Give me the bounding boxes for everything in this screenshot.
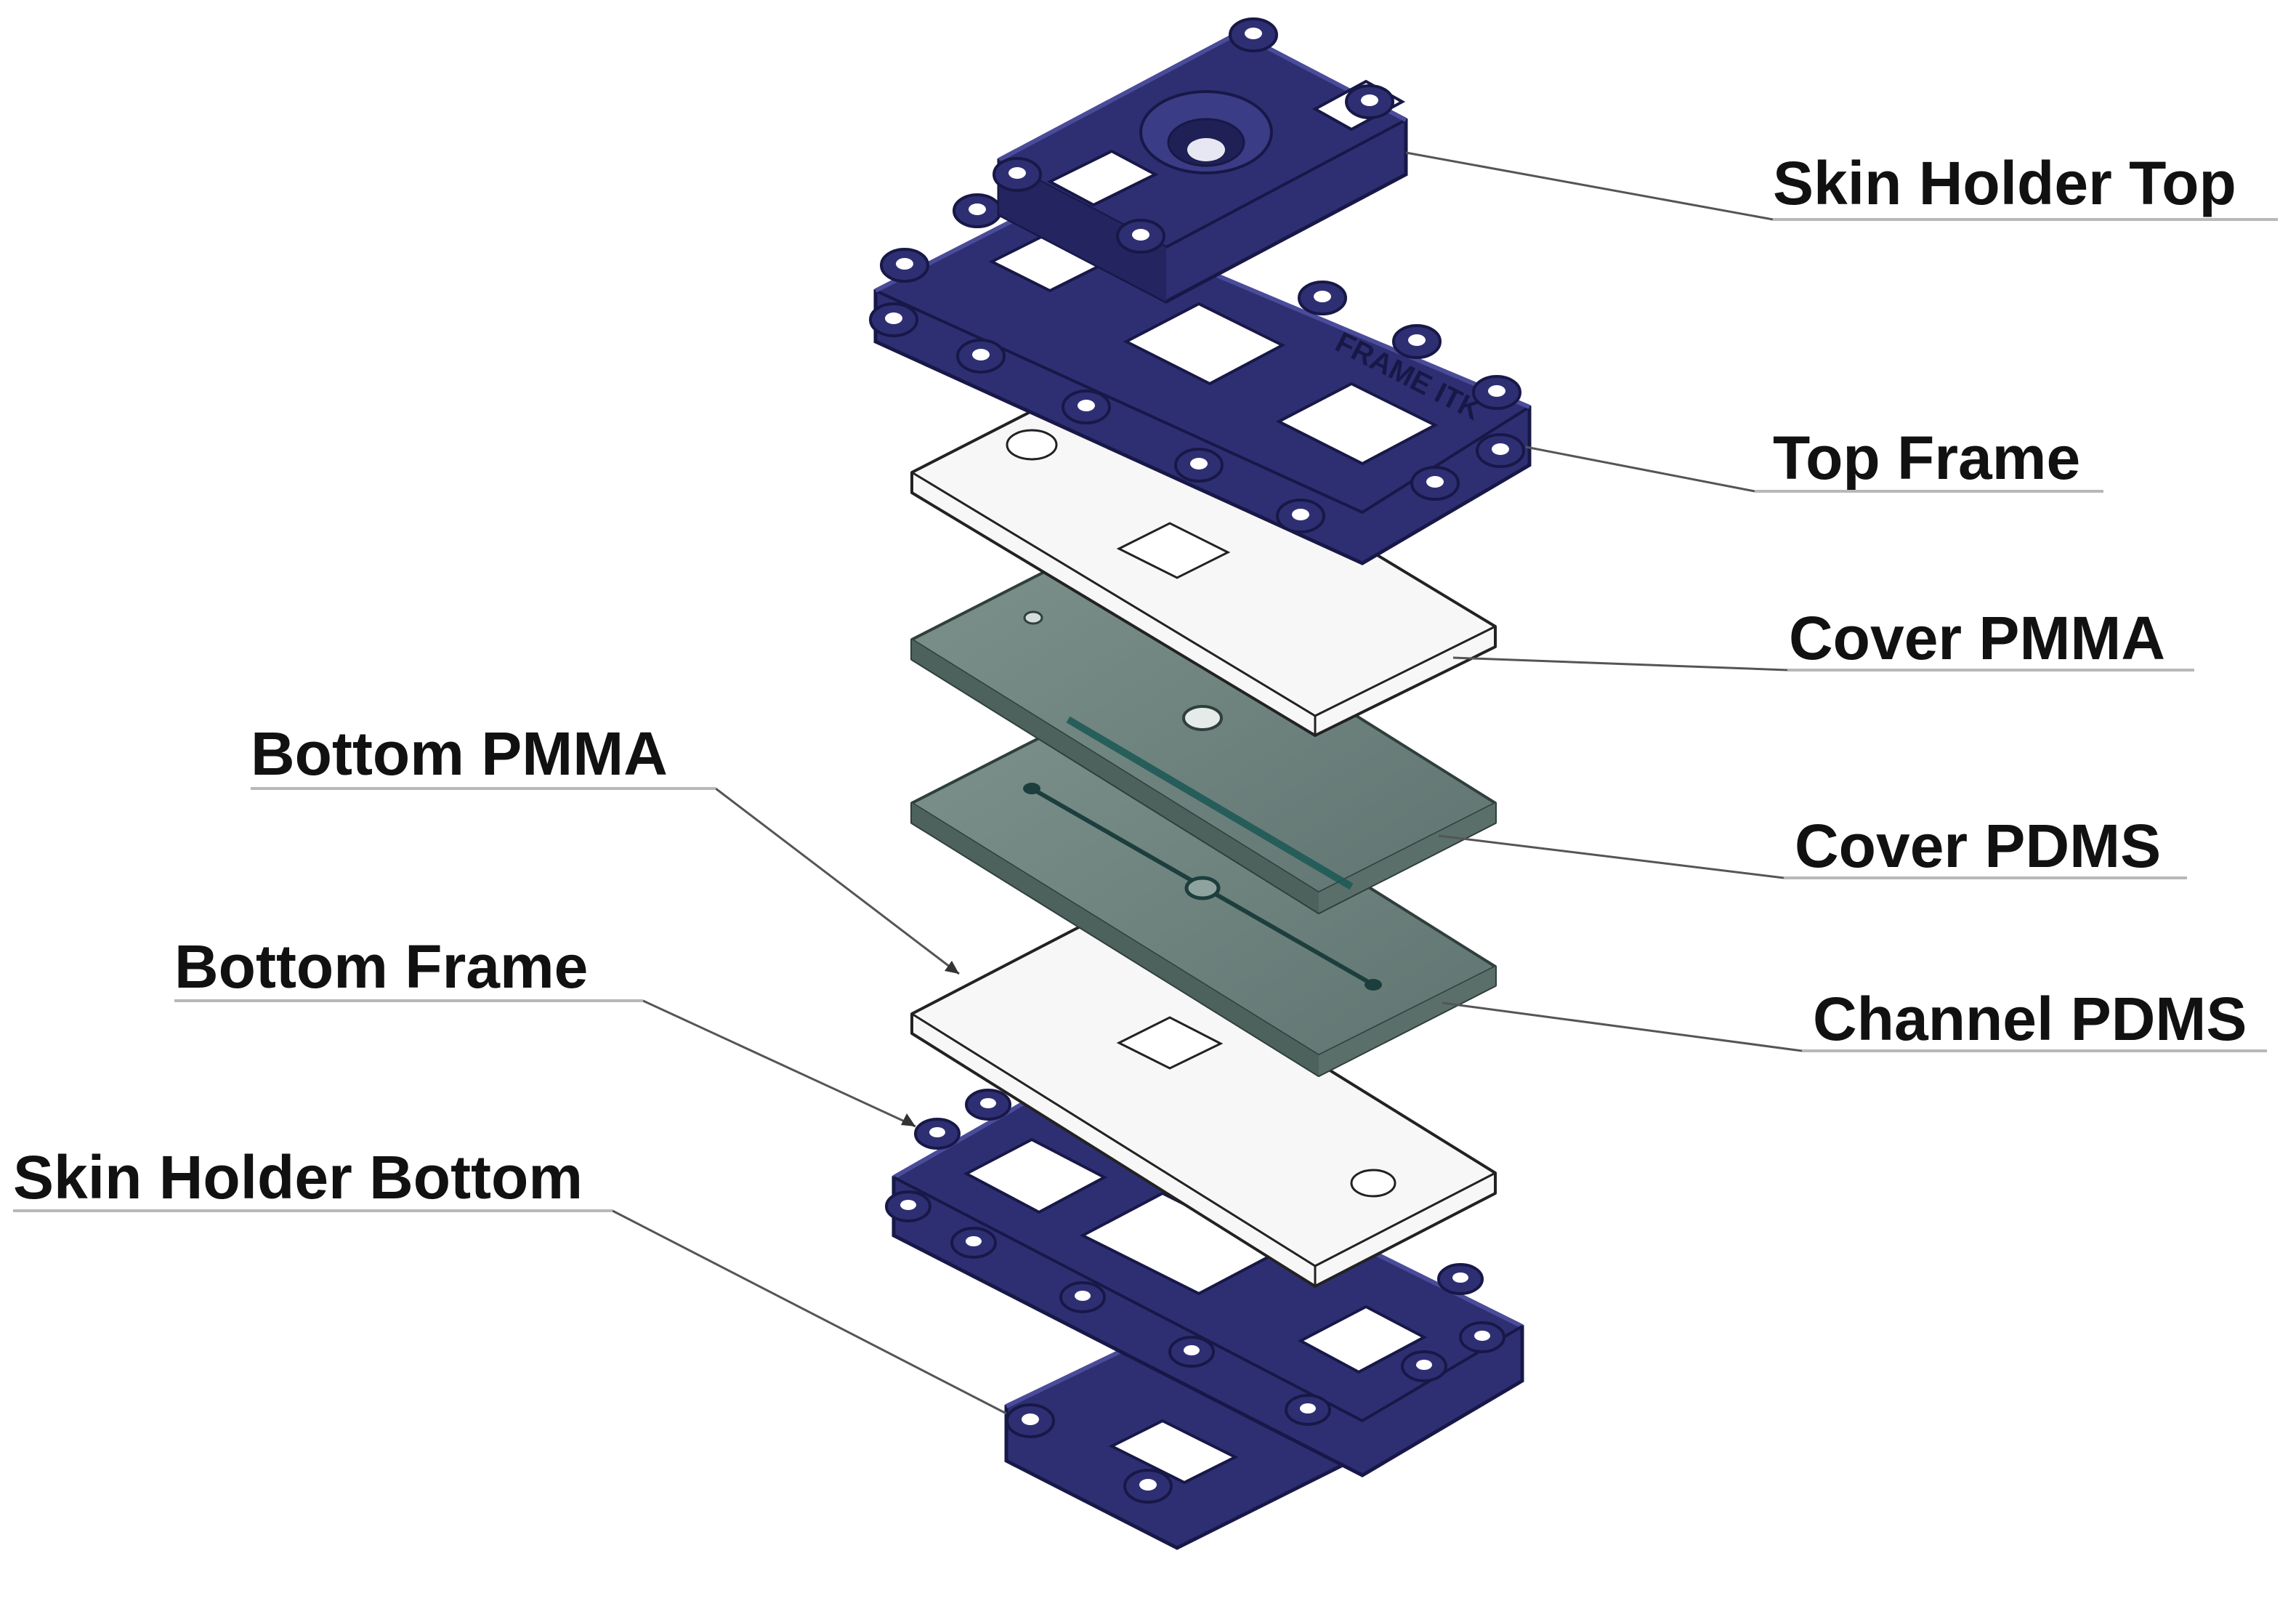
- underline-cover-pmma: [1787, 669, 2194, 672]
- leader-cover-pmma: [1452, 656, 1788, 672]
- underline-top-frame: [1755, 490, 2103, 493]
- leader-lines: [612, 151, 1803, 1415]
- underline-skin-holder-bottom: [13, 1209, 613, 1212]
- leader-skin-holder-top: [1405, 151, 1774, 221]
- underline-bottom-frame: [174, 999, 643, 1002]
- leader-bottom-pmma: [715, 787, 960, 975]
- label-skin-holder-top: Skin Holder Top: [1773, 149, 2236, 217]
- underline-skin-holder-top: [1773, 218, 2278, 221]
- underline-channel-pdms: [1802, 1049, 2267, 1052]
- channel-pdms-part: [910, 711, 1497, 1077]
- label-cover-pdms: Cover PDMS: [1795, 812, 2162, 880]
- leader-arrowheads: [901, 961, 959, 1126]
- leader-channel-pdms: [1442, 1001, 1803, 1052]
- cover-pdms-part: [910, 547, 1497, 914]
- leader-bottom-frame: [642, 999, 916, 1128]
- leader-skin-holder-bottom: [612, 1209, 1007, 1415]
- underline-bottom-pmma: [251, 787, 716, 790]
- leader-cover-pdms: [1438, 834, 1784, 879]
- label-bottom-frame: Bottom Frame: [174, 932, 589, 1001]
- label-skin-holder-bottom: Skin Holder Bottom: [13, 1143, 583, 1211]
- skin-holder-top-part: [993, 17, 1408, 304]
- label-channel-pdms: Channel PDMS: [1813, 985, 2247, 1053]
- label-top-frame: Top Frame: [1773, 424, 2081, 492]
- underline-cover-pdms: [1784, 876, 2187, 879]
- label-cover-pmma: Cover PMMA: [1789, 604, 2166, 672]
- label-bottom-pmma: Bottom PMMA: [251, 719, 668, 788]
- leader-top-frame: [1525, 445, 1755, 493]
